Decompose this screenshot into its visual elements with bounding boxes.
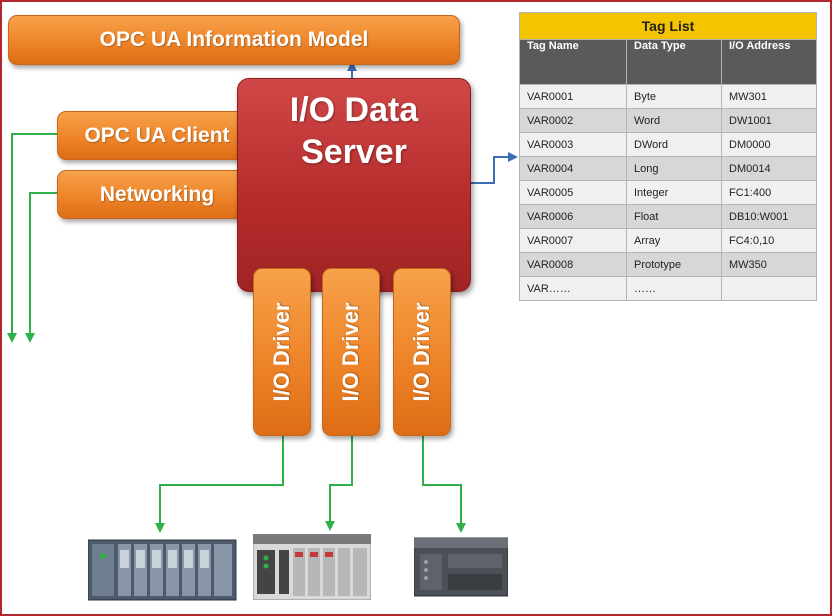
networking-arrow xyxy=(25,192,57,343)
tag-list-title: Tag List xyxy=(519,12,817,40)
io-driver-label: I/O Driver xyxy=(409,302,434,402)
modular-plc-device-icon xyxy=(253,534,371,600)
io-driver-box: I/O Driver xyxy=(322,268,380,436)
io-driver-box: I/O Driver xyxy=(253,268,311,436)
cell-tag-name: VAR0001 xyxy=(519,84,627,109)
cell-io-address: DM0000 xyxy=(721,132,817,157)
column-header-io-address: I/O Address xyxy=(721,39,817,85)
cell-data-type: …… xyxy=(626,276,722,301)
io-driver-label: I/O Driver xyxy=(338,302,363,402)
server-title-line1: I/O Data xyxy=(289,91,419,129)
cell-io-address: FC1:400 xyxy=(721,180,817,205)
cell-tag-name: VAR0002 xyxy=(519,108,627,133)
cell-data-type: Prototype xyxy=(626,252,722,277)
cell-tag-name: VAR0007 xyxy=(519,228,627,253)
cell-tag-name: VAR0004 xyxy=(519,156,627,181)
cell-io-address: MW301 xyxy=(721,84,817,109)
cell-tag-name: VAR0008 xyxy=(519,252,627,277)
networking-box: Networking xyxy=(57,170,257,219)
cell-io-address: DB10:W001 xyxy=(721,204,817,229)
opc-ua-information-model-box: OPC UA Information Model xyxy=(8,15,460,65)
driver1-arrow xyxy=(155,434,284,533)
io-data-server-title: I/O Data Server xyxy=(238,89,470,173)
driver2-arrow xyxy=(325,434,353,531)
cell-io-address: FC4:0,10 xyxy=(721,228,817,253)
cell-tag-name: VAR0006 xyxy=(519,204,627,229)
cell-io-address: DW1001 xyxy=(721,108,817,133)
cell-tag-name: VAR…… xyxy=(519,276,627,301)
cell-data-type: Integer xyxy=(626,180,722,205)
cell-io-address: DM0014 xyxy=(721,156,817,181)
column-header-tag-name: Tag Name xyxy=(519,39,627,85)
cell-io-address: MW350 xyxy=(721,252,817,277)
cell-data-type: DWord xyxy=(626,132,722,157)
column-header-data-type: Data Type xyxy=(626,39,722,85)
io-driver-box: I/O Driver xyxy=(393,268,451,436)
table-row: VAR………… xyxy=(519,276,817,301)
tag-list-table: Tag List Tag Name Data Type I/O Address … xyxy=(519,12,817,301)
tag-list-header-row: Tag Name Data Type I/O Address xyxy=(519,39,817,85)
io-data-server-box: I/O Data Server xyxy=(237,78,471,292)
cell-data-type: Byte xyxy=(626,84,722,109)
server-to-taglist-arrow xyxy=(469,152,518,184)
cell-data-type: Long xyxy=(626,156,722,181)
cell-tag-name: VAR0005 xyxy=(519,180,627,205)
opc-ua-client-box: OPC UA Client xyxy=(57,111,257,160)
client-arrow xyxy=(7,133,57,343)
cell-data-type: Word xyxy=(626,108,722,133)
cell-io-address xyxy=(721,276,817,301)
driver3-arrow xyxy=(422,434,466,533)
cell-tag-name: VAR0003 xyxy=(519,132,627,157)
compact-plc-device-icon xyxy=(414,537,508,597)
io-driver-label: I/O Driver xyxy=(269,302,294,402)
rack-plc-device-icon xyxy=(88,539,237,601)
cell-data-type: Float xyxy=(626,204,722,229)
server-title-line2: Server xyxy=(301,133,407,171)
cell-data-type: Array xyxy=(626,228,722,253)
